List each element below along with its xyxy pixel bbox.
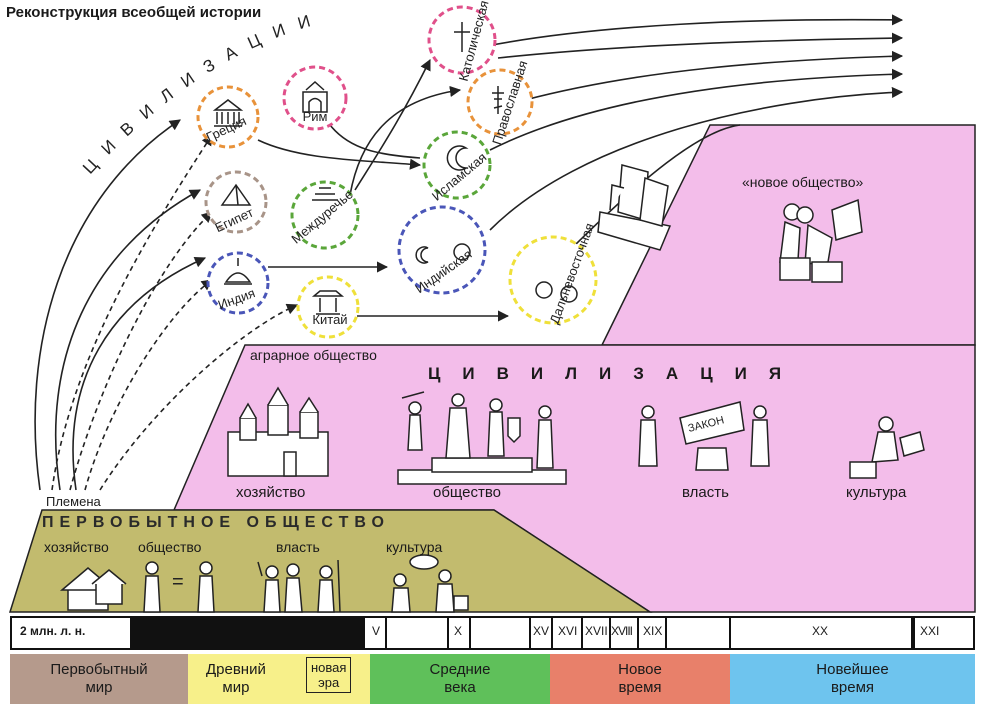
castle-icon	[227, 386, 329, 477]
civ-circle-orthodox	[466, 68, 534, 136]
timeline: 2 млн. л. н. V X XV XVI XVII XVIII XIX X…	[10, 616, 975, 650]
century-V: V	[372, 624, 381, 638]
era-modern: Новое время	[550, 654, 730, 704]
civ-circle-egypt	[204, 170, 268, 234]
tribe-solid-arrows	[34, 119, 207, 491]
arch-icon	[302, 80, 328, 113]
page-title: Реконструкция всеобщей истории	[6, 4, 262, 21]
temple-icon	[212, 99, 244, 127]
civ-circle-china	[296, 275, 360, 339]
agrarian-label: аграрное общество	[250, 347, 377, 363]
century-XV: XV	[533, 624, 550, 638]
orthodox-cross-icon	[492, 86, 504, 114]
crescent-icon	[446, 145, 469, 171]
yin-yang-icon	[535, 281, 553, 299]
century-X: X	[454, 624, 463, 638]
svg-text:=: =	[172, 571, 184, 593]
timeline-start-cell	[12, 618, 130, 648]
wheel-icon	[560, 285, 578, 303]
hut-icon	[59, 567, 127, 611]
ship-icon	[597, 164, 672, 251]
circle-icons	[212, 22, 578, 315]
agrarian-power-label: власть	[682, 484, 729, 501]
writer-icon	[849, 416, 925, 479]
dharma-wheel-icon	[453, 243, 471, 261]
civ-circle-indic	[397, 205, 487, 295]
century-XVI: XVI	[558, 624, 578, 638]
century-XVII: XVII	[585, 624, 608, 638]
century-XXI: XXI	[920, 624, 940, 638]
era-primitive: Первобытный мир	[10, 654, 188, 704]
civilization-title: ЦИВИЛИЗАЦИЯ	[428, 364, 804, 383]
tribes-label: Племена	[46, 494, 101, 509]
primitive-economy-label: хозяйство	[44, 539, 109, 555]
century-XIX: XIX	[643, 624, 663, 638]
civ-circle-fareast	[508, 235, 598, 325]
pagoda-icon	[311, 290, 345, 315]
primitive-society-label: общество	[138, 539, 202, 555]
label-china: Китай	[312, 312, 347, 327]
century-XVIII: XVIII	[611, 624, 633, 638]
agrarian-economy-label: хозяйство	[236, 484, 306, 501]
primitive-icons: =	[59, 554, 469, 613]
civ-circle-islamic	[422, 130, 492, 200]
society-icon	[397, 391, 567, 485]
hunters-icon	[257, 559, 341, 613]
primitive-power-label: власть	[276, 539, 320, 555]
era-contemporary: Новейшее время	[730, 654, 975, 704]
civ-circle-mesopotamia	[290, 180, 360, 250]
label-rome: Рим	[303, 109, 328, 124]
tribe-arrows	[51, 134, 299, 491]
primitive-title: ПЕРВОБЫТНОЕ ОБЩЕСТВО	[42, 514, 390, 531]
agrarian-society-label: общество	[433, 484, 501, 501]
agrarian-culture-label: культура	[846, 484, 907, 501]
culture-icon	[391, 554, 469, 613]
agrarian-icons: ЗАКОН	[227, 386, 925, 485]
era-middle-ages: Средние века	[370, 654, 550, 704]
ziggurat-icon	[312, 187, 338, 201]
primitive-culture-label: культура	[386, 539, 443, 555]
new-era-box: новая эра	[306, 657, 352, 693]
pyramid-icon	[220, 183, 252, 206]
civilization-links	[257, 14, 904, 322]
reading-people-icon	[779, 198, 863, 283]
new-society-label: «новое общество»	[742, 174, 864, 190]
timeline-start-label: 2 млн. л. н.	[20, 624, 86, 638]
equality-icon: =	[143, 561, 215, 613]
stupa-icon	[224, 258, 252, 285]
civ-circle-india	[206, 251, 270, 315]
civilization-circles	[196, 5, 598, 339]
lotus-moon-icon	[415, 246, 429, 264]
cross-icon	[454, 22, 470, 52]
law-icon: ЗАКОН	[638, 401, 770, 471]
century-XX: XX	[812, 624, 829, 638]
